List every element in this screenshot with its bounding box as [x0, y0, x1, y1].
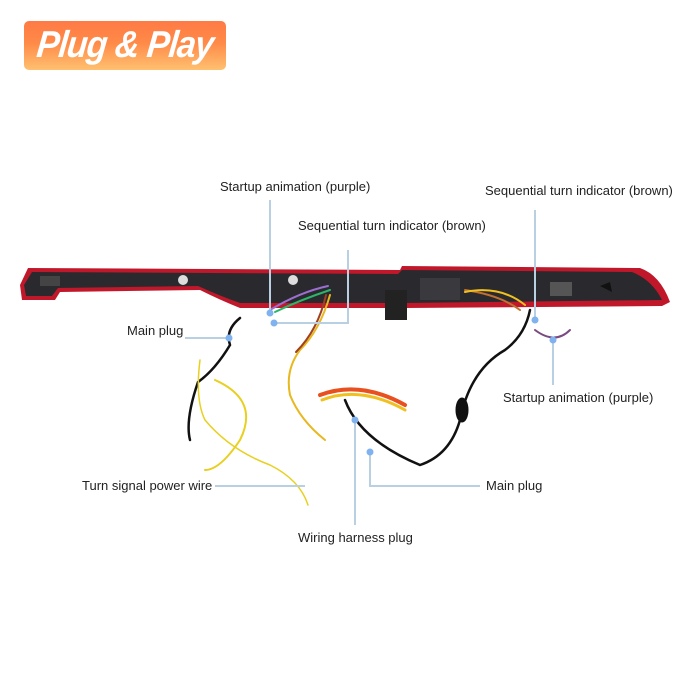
leader-lines: [185, 200, 554, 525]
label-turn-signal-power-wire: Turn signal power wire: [82, 478, 213, 493]
label-startup-animation-right: Startup animation (purple): [503, 390, 654, 405]
label-sequential-turn-center: Sequential turn indicator (brown): [298, 218, 486, 233]
label-main-plug-left: Main plug: [127, 323, 184, 338]
plug-and-play-badge: Plug & Play: [24, 21, 226, 70]
label-sequential-turn-right: Sequential turn indicator (brown): [485, 183, 673, 198]
label-startup-animation-top: Startup animation (purple): [220, 179, 371, 194]
label-wiring-harness-plug: Wiring harness plug: [298, 530, 413, 545]
tail-light-housing: [20, 266, 670, 320]
leader-dots: [225, 309, 557, 456]
label-main-plug-right: Main plug: [486, 478, 543, 493]
wiring-harness: [187, 285, 571, 506]
